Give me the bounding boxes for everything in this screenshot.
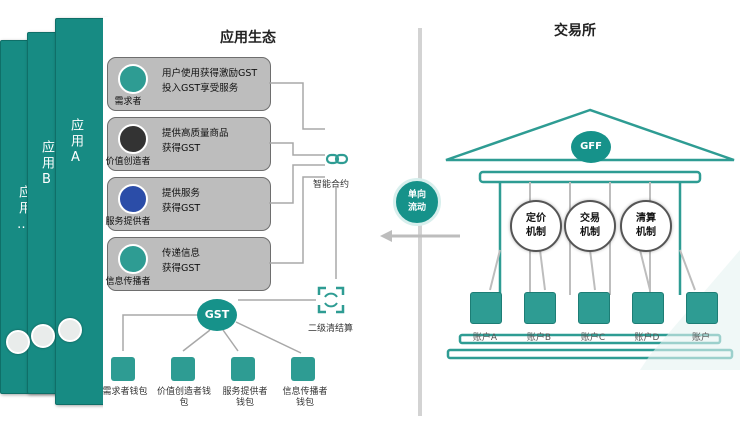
app-card-a — [55, 18, 107, 405]
ecosystem-connectors — [122, 82, 337, 354]
account-label: 账户C — [580, 333, 606, 343]
mechanism-line: 定价 — [526, 213, 546, 224]
app-card-dot — [6, 330, 30, 354]
wallet-label: 需求者钱包 — [102, 387, 148, 397]
flow-arrow — [380, 230, 460, 242]
ecosystem-title: 应用生态 — [220, 30, 276, 46]
account-icon — [578, 292, 610, 324]
demander-icon — [118, 64, 148, 94]
account-label: 账户 — [691, 333, 710, 343]
account-label: 账户B — [526, 333, 552, 343]
role-box-creator: 价值创造者 提供高质量商品 获得GST — [105, 117, 271, 171]
account-icon — [470, 292, 502, 324]
trading-mechanism: 交易 机制 — [564, 200, 616, 252]
app-card-label-a: 应用A — [65, 118, 87, 168]
account-icon — [632, 292, 664, 324]
role-desc-line: 获得GST — [162, 263, 201, 274]
role-desc-line: 获得GST — [162, 203, 201, 214]
pricing-mechanism: 定价 机制 — [510, 200, 562, 252]
app-label-text: 应用B — [39, 140, 54, 190]
flow-line: 单向 — [407, 190, 426, 200]
wallet-icon — [291, 357, 315, 381]
role-name: 价值创造者 — [105, 157, 151, 167]
app-card-dot — [58, 318, 82, 342]
flow-line: 流动 — [407, 203, 426, 213]
clearing-mechanism: 清算 机制 — [620, 200, 672, 252]
app-label-text: 应用A — [68, 118, 83, 168]
creator-icon — [118, 124, 148, 154]
account-icon — [524, 292, 556, 324]
chain-link-icon — [325, 153, 349, 165]
one-way-flow-badge: 单向 流动 — [393, 178, 441, 226]
role-desc: 提供高质量商品 获得GST — [162, 126, 229, 156]
role-desc-line: 传递信息 — [162, 248, 201, 259]
role-desc-line: 提供服务 — [162, 188, 201, 199]
mechanism-line: 清算 — [636, 213, 656, 224]
role-box-provider: 服务提供者 提供服务 获得GST — [105, 177, 271, 231]
role-desc: 提供服务 获得GST — [162, 186, 200, 216]
mechanism-line: 机制 — [580, 227, 600, 238]
role-box-spreader: 信息传播者 传递信息 获得GST — [105, 237, 271, 291]
wallet-icon — [231, 357, 255, 381]
smart-contract-label: 智能合约 — [313, 180, 350, 190]
app-card-dot — [31, 324, 55, 348]
role-desc-line: 获得GST — [162, 143, 201, 154]
provider-icon — [118, 184, 148, 214]
spreader-icon — [118, 244, 148, 274]
role-desc-line: 投入GST享受服务 — [162, 83, 239, 94]
wallet-label: 信息传播者钱包 — [282, 387, 328, 408]
exchange-title: 交易所 — [554, 23, 596, 39]
account-icon — [686, 292, 718, 324]
role-box-demander: 需求者 用户使用获得激励GST 投入GST享受服务 — [107, 57, 271, 111]
wallet-label: 价值创造者钱包 — [156, 387, 211, 408]
role-desc: 用户使用获得激励GST 投入GST享受服务 — [162, 66, 257, 96]
app-card-label-b: 应用B — [36, 140, 58, 190]
wallet-label: 服务提供者钱包 — [222, 387, 268, 408]
mechanism-line: 机制 — [526, 227, 546, 238]
gff-token: GFF — [571, 131, 611, 163]
role-desc: 传递信息 获得GST — [162, 246, 200, 276]
account-label: 账户A — [472, 333, 498, 343]
role-name: 需求者 — [114, 97, 142, 107]
wallet-icon — [111, 357, 135, 381]
role-name: 服务提供者 — [105, 217, 151, 227]
mechanism-line: 交易 — [580, 213, 600, 224]
secondary-clearing-label: 二级清结算 — [308, 324, 354, 334]
role-desc-line: 提供高质量商品 — [162, 128, 229, 139]
role-desc-line: 用户使用获得激励GST — [162, 68, 258, 79]
gst-token: GST — [197, 299, 237, 331]
ecosystem-panel: 应用生态 需求者 用户使用获得激励GST 投入GST享受服务 价值创造者 提供高… — [102, 17, 393, 410]
role-name: 信息传播者 — [105, 277, 151, 287]
wallet-icon — [171, 357, 195, 381]
clearing-cycle-icon — [317, 286, 345, 314]
mechanism-line: 机制 — [636, 227, 656, 238]
account-label: 账户D — [634, 333, 660, 343]
